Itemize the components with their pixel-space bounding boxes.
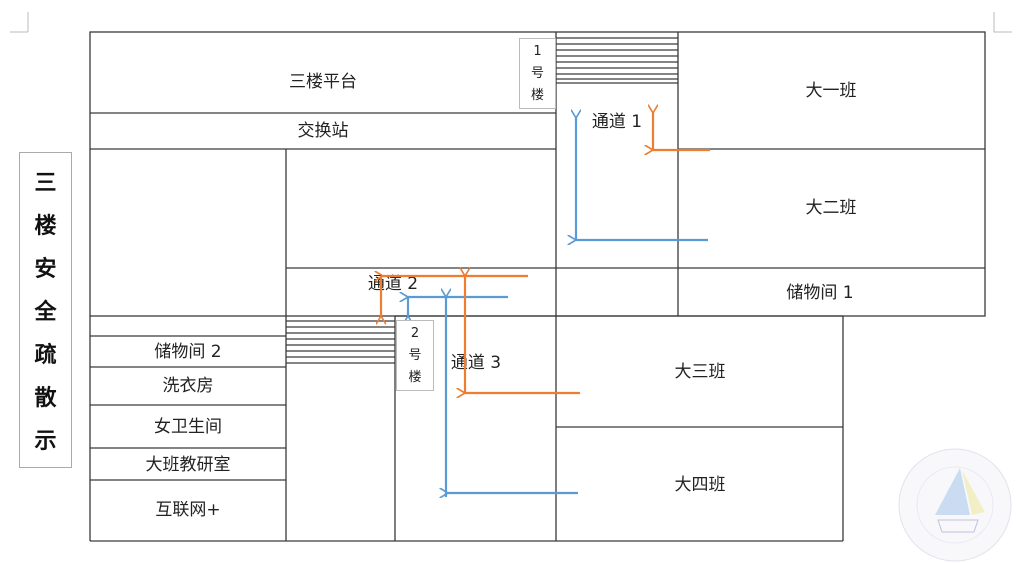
room-restroom: 女卫生间	[154, 417, 222, 437]
building-1-char: 1	[533, 43, 542, 59]
room-exchange: 交换站	[298, 121, 349, 141]
title-char: 疏	[34, 343, 57, 369]
stairs-building-2	[286, 320, 395, 364]
title-char: 安	[34, 256, 57, 282]
building-2-char: 2	[410, 325, 420, 341]
diagram-title: 三 楼 安 全 疏 散 示	[19, 152, 72, 468]
title-char: 示	[34, 429, 57, 455]
building-2-label: 2 号 楼	[396, 320, 434, 391]
title-char: 三	[34, 170, 57, 196]
room-class3: 大三班	[675, 362, 726, 382]
passage-1: 通道 1	[592, 112, 642, 132]
room-class1: 大一班	[806, 81, 857, 101]
building-1-label: 1 号 楼	[519, 38, 556, 109]
room-storage1: 储物间 1	[786, 283, 853, 303]
room-internet: 互联网+	[155, 500, 220, 520]
school-logo	[898, 448, 1012, 562]
passage-3: 通道 3	[451, 353, 501, 373]
page-corner-mark	[993, 12, 1012, 33]
room-office: 大班教研室	[146, 455, 231, 475]
room-platform: 三楼平台	[289, 72, 357, 92]
room-class2: 大二班	[806, 198, 857, 218]
title-char: 全	[34, 299, 57, 325]
room-class4: 大四班	[675, 475, 726, 495]
title-char: 散	[34, 386, 57, 412]
walls	[89, 31, 986, 542]
page-corner-mark	[10, 12, 29, 33]
building-2-char: 号	[408, 347, 422, 363]
room-laundry: 洗衣房	[163, 376, 214, 396]
stairs-building-1	[556, 37, 678, 80]
title-char: 楼	[34, 213, 57, 239]
building-2-char: 楼	[408, 370, 422, 386]
building-1-char: 号	[530, 65, 544, 81]
room-storage2: 储物间 2	[154, 342, 221, 362]
building-1-char: 楼	[530, 88, 544, 104]
